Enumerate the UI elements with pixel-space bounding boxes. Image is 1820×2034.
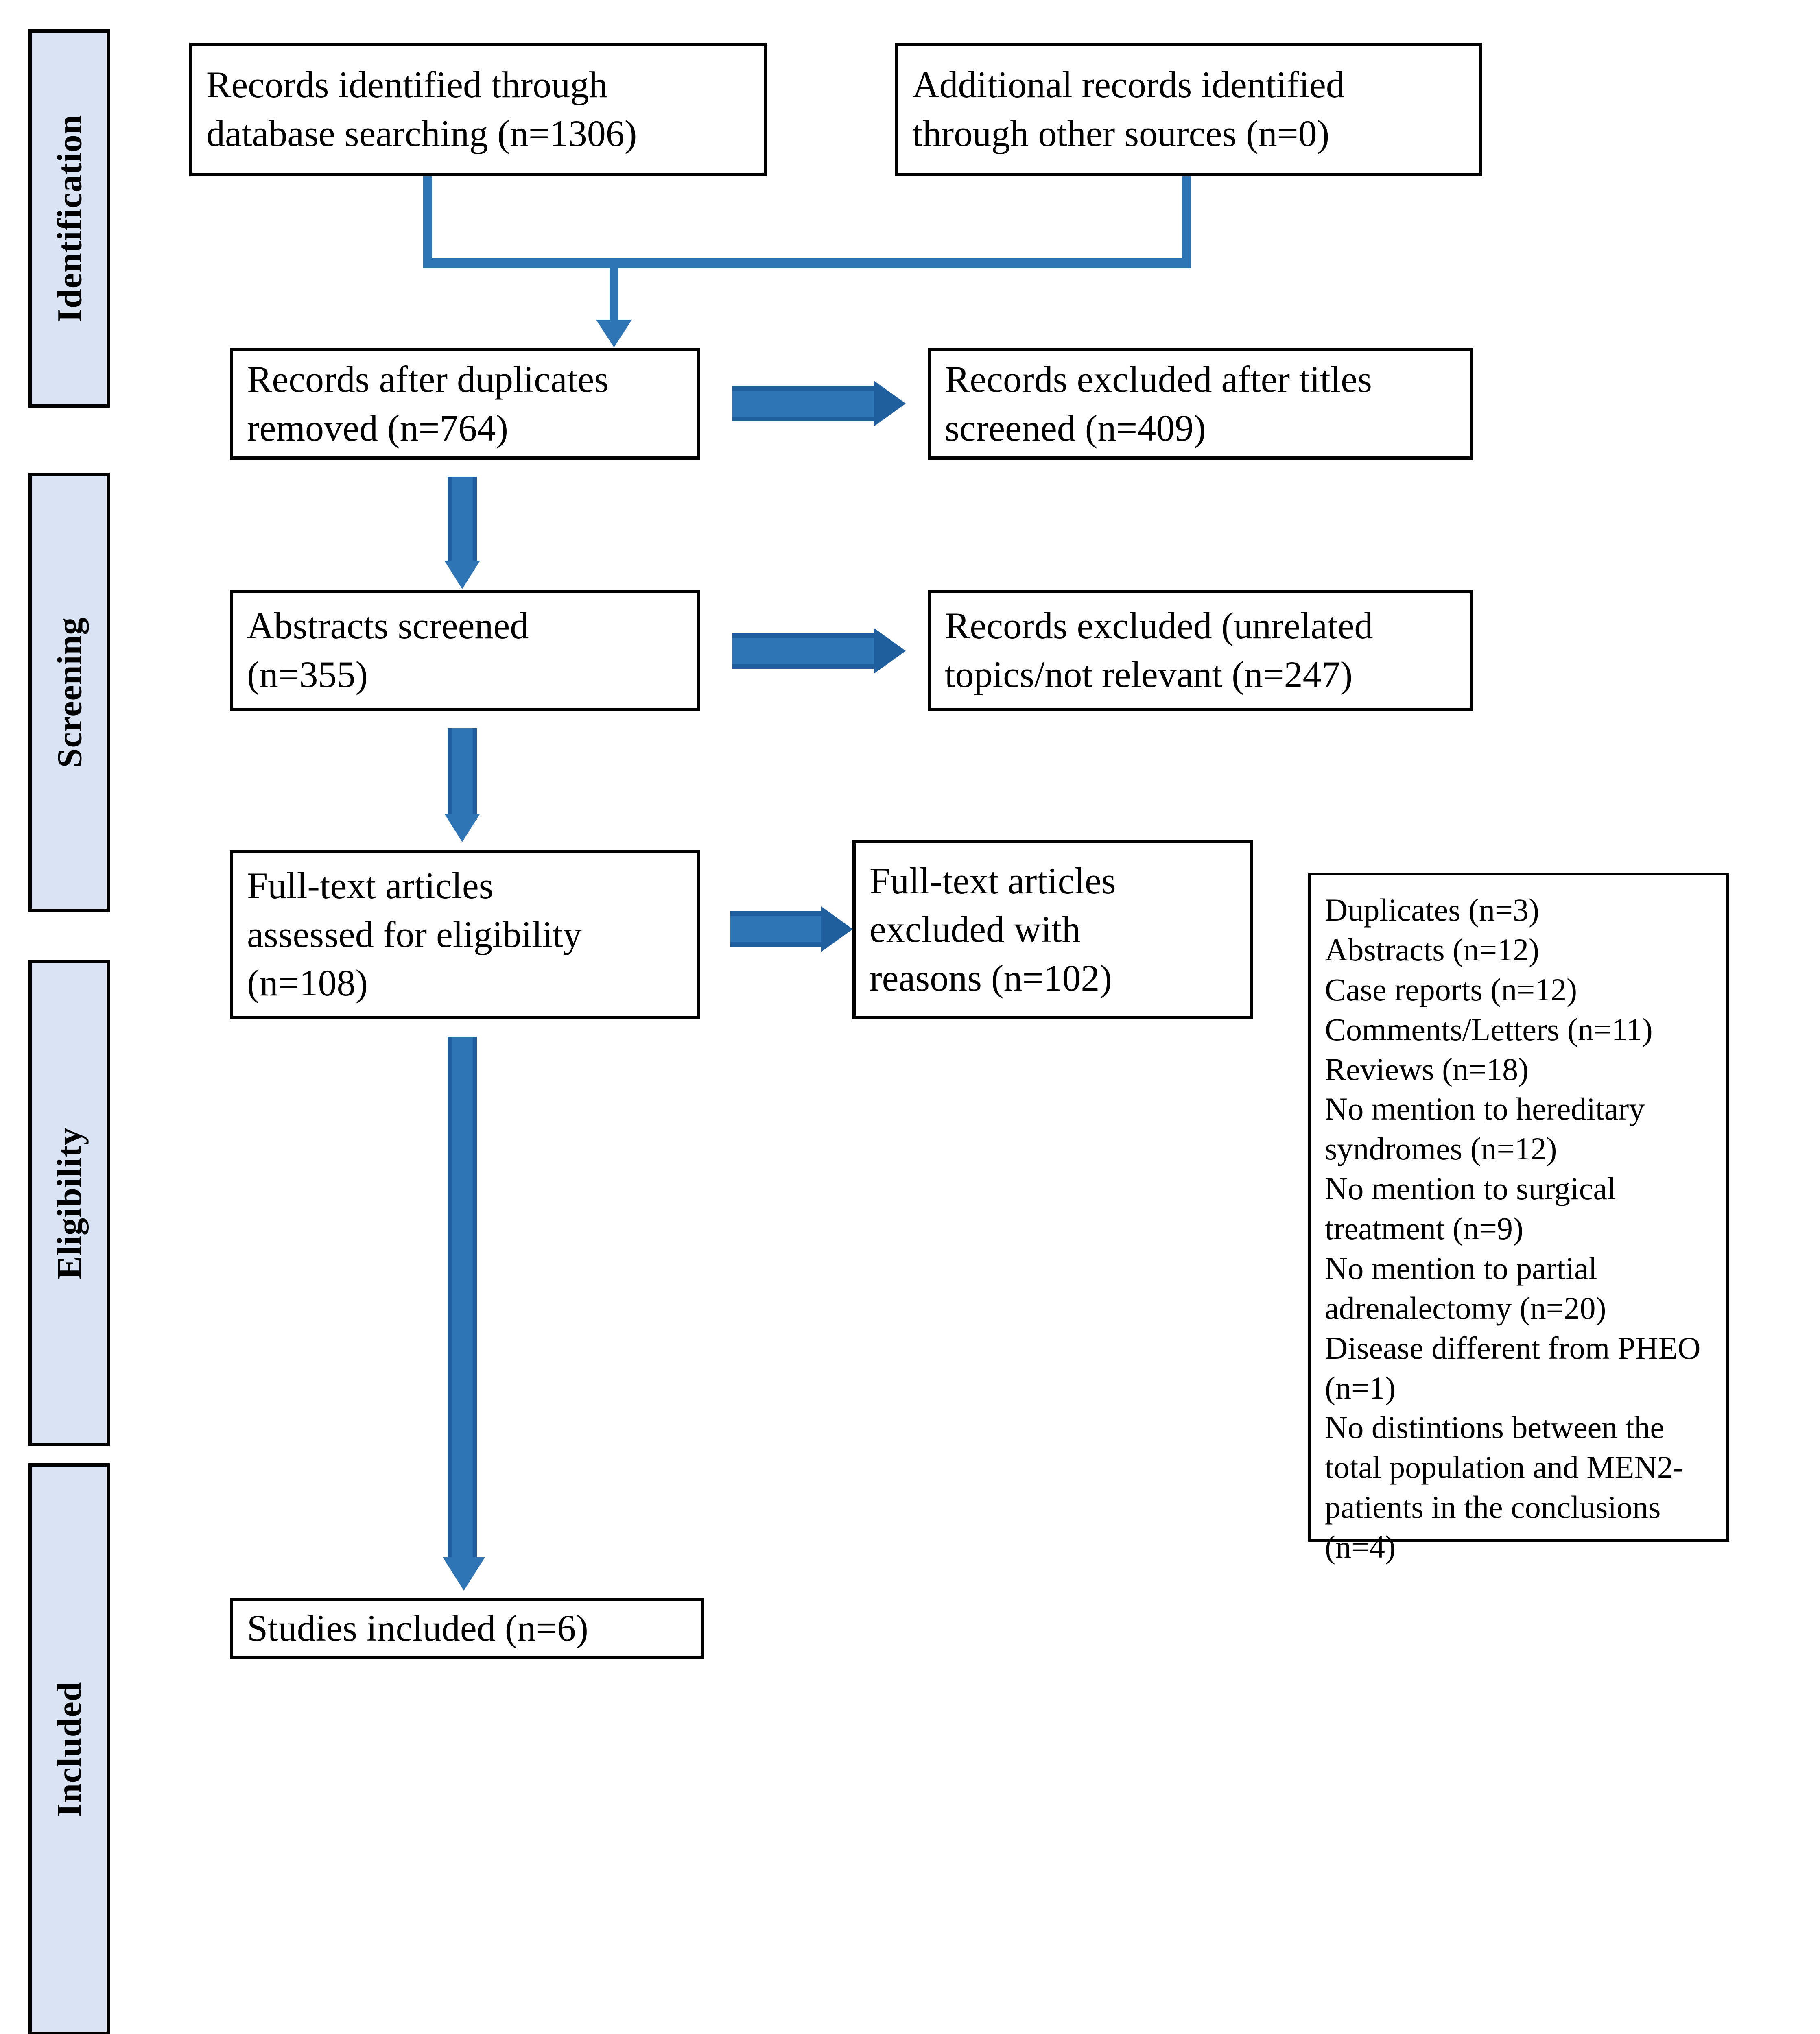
merge-connector-down-shaft xyxy=(610,266,618,327)
box-studies-included: Studies included (n=6) xyxy=(230,1598,704,1659)
box-additional-records-other-sources-text: Additional records identified through ot… xyxy=(912,64,1345,154)
box-records-excluded-titles: Records excluded after titles screened (… xyxy=(928,348,1473,460)
box-additional-records-other-sources: Additional records identified through ot… xyxy=(895,43,1482,176)
box-fulltext-assessed-text: Full-text articles assessed for eligibil… xyxy=(247,865,582,1004)
box-fulltext-excluded-text: Full-text articles excluded with reasons… xyxy=(870,860,1116,999)
box-fulltext-excluded: Full-text articles excluded with reasons… xyxy=(852,840,1253,1019)
reason-item: Comments/Letters (n=11) xyxy=(1325,1011,1653,1047)
reason-item: Abstracts (n=12) xyxy=(1325,932,1540,967)
box-records-excluded-unrelated: Records excluded (unrelated topics/not r… xyxy=(928,590,1473,711)
reason-item: No distintions between the total populat… xyxy=(1325,1410,1684,1565)
arrow-duplicates-to-abstracts-shaft xyxy=(448,477,477,566)
reason-item: Case reports (n=12) xyxy=(1325,971,1577,1007)
stage-chip-included: Included xyxy=(28,1463,110,2034)
stage-chip-screening: Screening xyxy=(28,473,110,912)
arrow-duplicates-to-excluded-titles-head xyxy=(874,381,906,426)
merge-connector-down-arrowhead xyxy=(596,320,632,347)
stage-label-screening: Screening xyxy=(50,617,89,768)
stage-chip-identification: Identification xyxy=(28,29,110,408)
arrow-fulltext-to-excluded-shaft xyxy=(730,911,822,947)
reason-item: No mention to hereditary syndromes (n=12… xyxy=(1325,1091,1645,1167)
box-records-identified-database-text: Records identified through database sear… xyxy=(206,64,637,154)
reason-item: Duplicates (n=3) xyxy=(1325,892,1539,928)
reason-item: Reviews (n=18) xyxy=(1325,1051,1529,1087)
box-records-identified-database: Records identified through database sear… xyxy=(189,43,767,176)
reason-item: Disease different from PHEO (n=1) xyxy=(1325,1330,1701,1405)
box-abstracts-screened: Abstracts screened (n=355) xyxy=(230,590,700,711)
box-exclusion-reasons: Duplicates (n=3) Abstracts (n=12) Case r… xyxy=(1308,873,1729,1565)
box-records-after-duplicates: Records after duplicates removed (n=764) xyxy=(230,348,700,460)
merge-connector-right-leg xyxy=(1182,176,1191,268)
box-studies-included-text: Studies included (n=6) xyxy=(247,1607,588,1649)
box-fulltext-assessed: Full-text articles assessed for eligibil… xyxy=(230,850,700,1019)
stage-label-identification: Identification xyxy=(50,114,89,323)
box-records-excluded-unrelated-text: Records excluded (unrelated topics/not r… xyxy=(945,605,1373,695)
box-records-excluded-titles-text: Records excluded after titles screened (… xyxy=(945,358,1372,449)
arrow-abstracts-to-fulltext-shaft xyxy=(448,728,477,820)
box-abstracts-screened-text: Abstracts screened (n=355) xyxy=(247,605,529,695)
arrow-fulltext-to-studies-included-shaft xyxy=(448,1037,477,1565)
reason-item: No mention to partial adrenalectomy (n=2… xyxy=(1325,1250,1606,1326)
stage-label-included: Included xyxy=(50,1681,89,1817)
stage-label-eligibility: Eligibility xyxy=(50,1127,89,1279)
box-records-after-duplicates-text: Records after duplicates removed (n=764) xyxy=(247,358,609,449)
arrow-abstracts-to-excluded-unrelated-head xyxy=(874,628,906,674)
arrow-duplicates-to-abstracts-head xyxy=(444,561,480,589)
reason-item: No mention to surgical treatment (n=9) xyxy=(1325,1171,1616,1246)
stage-chip-eligibility: Eligibility xyxy=(28,960,110,1446)
arrow-fulltext-to-excluded-head xyxy=(821,906,853,952)
arrow-abstracts-to-excluded-unrelated-shaft xyxy=(732,633,875,669)
merge-connector-left-leg xyxy=(423,176,432,268)
arrow-fulltext-to-studies-included-head xyxy=(443,1557,485,1591)
merge-connector-horizontal-bar xyxy=(423,258,1191,268)
arrow-duplicates-to-excluded-titles-shaft xyxy=(732,386,875,421)
arrow-abstracts-to-fulltext-head xyxy=(444,814,480,842)
